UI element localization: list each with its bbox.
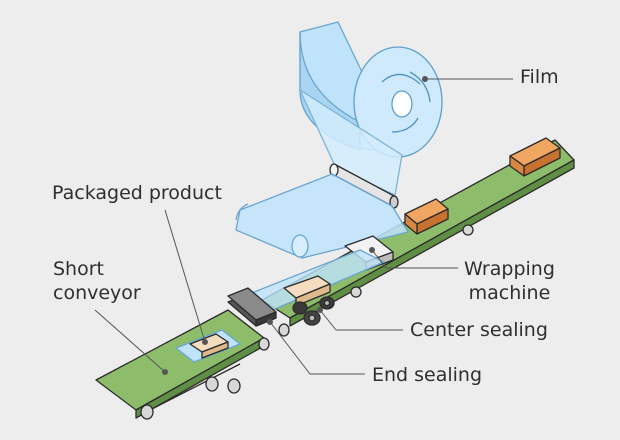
wrapping-machine-label: Wrapping machine	[464, 257, 555, 305]
end-sealing-label: End sealing	[372, 364, 483, 386]
center-sealing-rollers	[292, 296, 335, 326]
wrapping-machine-label-line2: machine	[468, 282, 551, 304]
packaged-leader-line	[164, 209, 206, 343]
product-in-tube	[283, 275, 331, 307]
center-sealing-leader-line	[319, 309, 403, 331]
guide-roller	[329, 163, 399, 209]
leader-lines	[94, 76, 513, 375]
short-conveyor	[95, 309, 290, 420]
short-conveyor-leader-line	[94, 309, 166, 373]
packaged-product-label: Packaged product	[52, 182, 222, 204]
short-conveyor-label-line1: Short	[53, 258, 104, 280]
end-sealing-leader-line	[269, 321, 365, 375]
product-box-near	[404, 198, 449, 235]
film-label: Film	[520, 66, 559, 88]
center-sealing-label: Center sealing	[410, 319, 548, 341]
forming-film	[235, 173, 409, 259]
wrapping-leader-line	[371, 249, 458, 269]
wrapping-machine-label-line1: Wrapping	[464, 258, 555, 280]
short-conveyor-label-line2: conveyor	[53, 282, 141, 304]
short-conveyor-label: Short conveyor	[53, 257, 141, 305]
end-sealing-jaws	[227, 287, 277, 327]
packaged-product	[175, 329, 241, 363]
film-web	[299, 89, 403, 196]
product-box-far	[509, 137, 561, 177]
